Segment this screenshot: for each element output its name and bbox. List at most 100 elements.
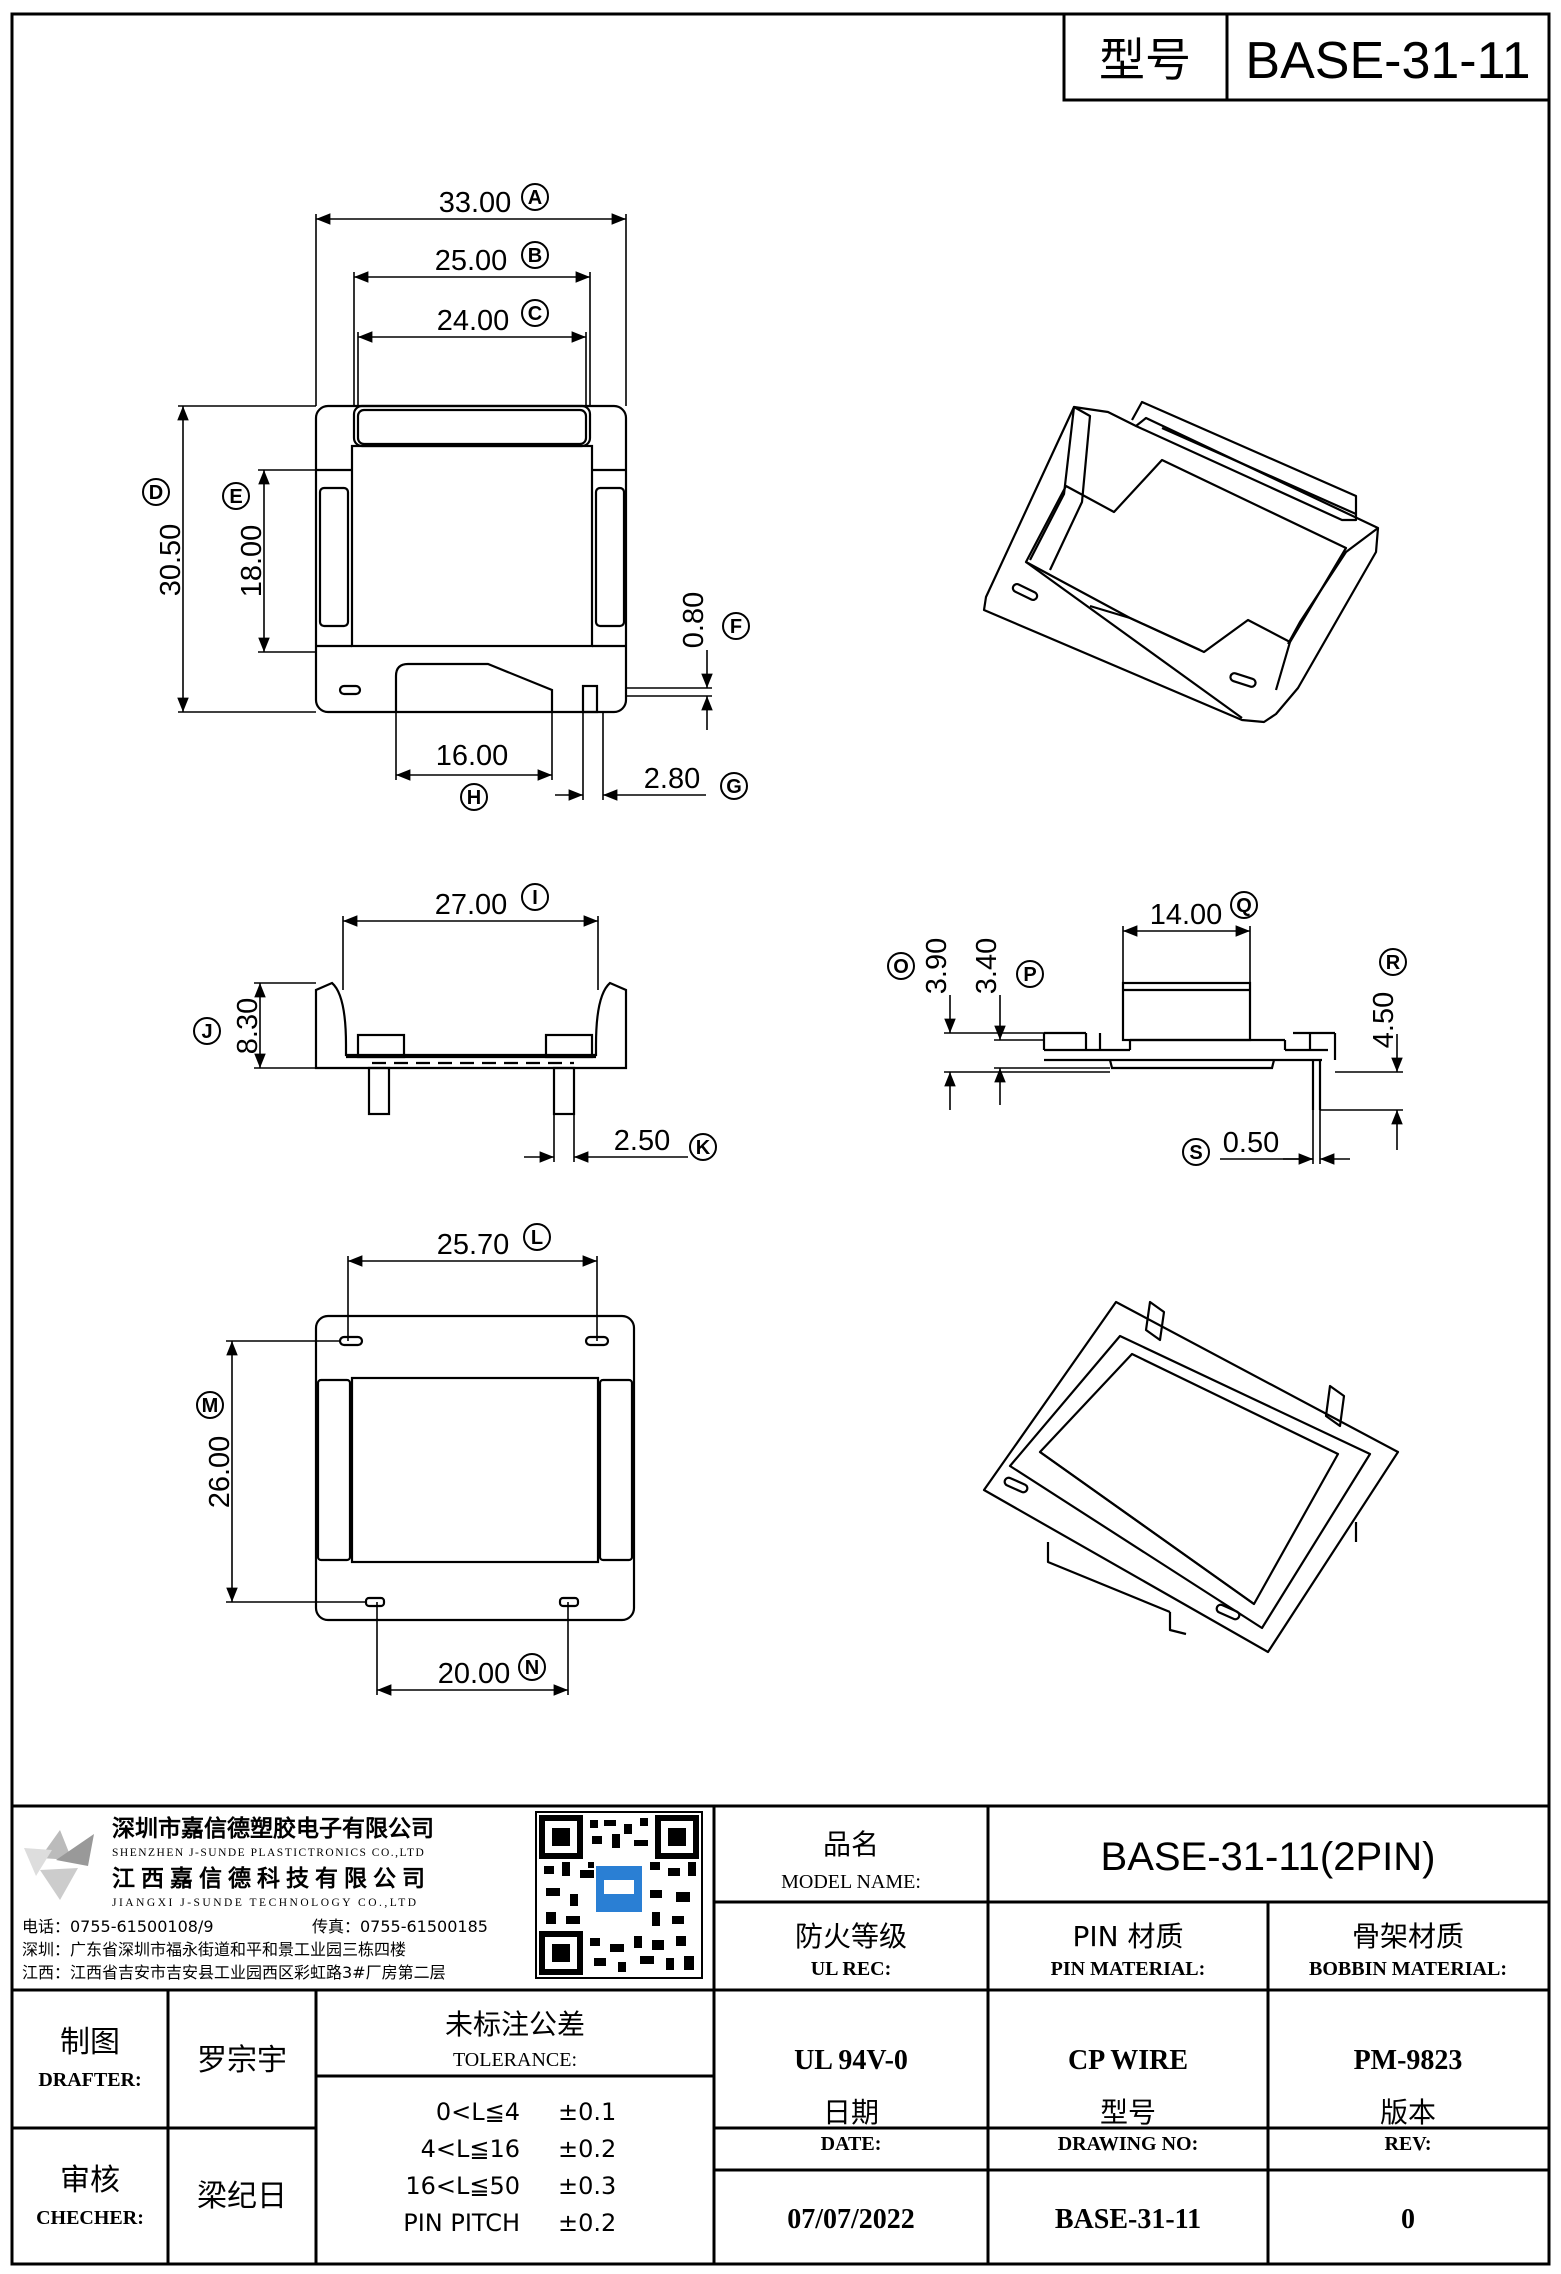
- dim-a-value: 33.00: [439, 187, 512, 219]
- company-fax: 传真：0755-61500185: [312, 1917, 488, 1936]
- model-name-en: MODEL NAME:: [781, 1871, 921, 1893]
- front-view: [314, 981, 628, 1116]
- callout-n: N: [525, 1657, 539, 1679]
- date-cn: 日期: [823, 2096, 879, 2129]
- callout-f: F: [730, 616, 742, 638]
- tolerance-en: TOLERANCE:: [453, 2049, 577, 2071]
- rev-value: 0: [1401, 2204, 1415, 2235]
- model-name-value: BASE-31-11(2PIN): [1101, 1835, 1436, 1879]
- callout-s: S: [1189, 1142, 1202, 1164]
- checker-value: 梁纪日: [197, 2179, 287, 2214]
- ul-rec-value: UL 94V-0: [794, 2045, 908, 2076]
- company-address-jiangxi: 江西：江西省吉安市吉安县工业园西区彩虹路3#厂房第二层: [22, 1963, 446, 1982]
- drawing-no-cn: 型号: [1100, 2096, 1156, 2129]
- sheet-border: [10, 12, 1551, 2266]
- header-model-box: 型号 BASE-31-11: [1062, 12, 1551, 102]
- side-view: [1042, 981, 1337, 1110]
- callout-l: L: [531, 1227, 543, 1249]
- drafter-cn: 制图: [60, 2025, 120, 2060]
- callout-d: D: [149, 482, 163, 504]
- tolerance-value-1: ±0.1: [558, 2098, 616, 2126]
- dim-q-value: 14.00: [1150, 899, 1223, 931]
- dim-f-value: 0.80: [678, 592, 710, 648]
- dim-i-value: 27.00: [435, 889, 508, 921]
- header-model-label: 型号: [1099, 33, 1191, 87]
- dimension-callout-letters: A B C D E F G H I J K L M N O P Q R S: [149, 187, 1401, 1679]
- dimension-callouts: [142, 183, 1407, 1681]
- dimension-texts: 33.00 25.00 24.00 16.00 2.80 27.00 2.50 …: [155, 187, 1400, 1690]
- callout-j: J: [201, 1021, 212, 1043]
- bobbin-material-cn: 骨架材质: [1352, 1920, 1464, 1953]
- tolerance-value-3: ±0.3: [558, 2172, 616, 2200]
- dim-e-value: 18.00: [236, 525, 268, 598]
- drawing-no-en: DRAWING NO:: [1058, 2133, 1199, 2155]
- date-value: 07/07/2022: [787, 2204, 915, 2235]
- tolerance-value-2: ±0.2: [558, 2135, 616, 2163]
- checker-cn: 审核: [60, 2163, 120, 2198]
- drawing-no-value: BASE-31-11: [1055, 2204, 1201, 2235]
- dimension-lines: [177, 213, 1403, 1696]
- drafter-en: DRAFTER:: [38, 2069, 141, 2091]
- dim-n-value: 20.00: [438, 1658, 511, 1690]
- dim-k-value: 2.50: [614, 1125, 670, 1157]
- tolerance-cn: 未标注公差: [445, 2008, 585, 2041]
- dim-c-value: 24.00: [437, 305, 510, 337]
- dim-r-value: 4.50: [1368, 992, 1400, 1048]
- top-view: [314, 404, 628, 714]
- isometric-top-view: [982, 400, 1380, 724]
- company-name-cn-1: 深圳市嘉信德塑胶电子有限公司: [112, 1815, 434, 1842]
- drafter-value: 罗宗宇: [197, 2043, 287, 2078]
- bottom-view: [314, 1314, 636, 1622]
- tolerance-range-2: 4<L≦16: [421, 2135, 520, 2163]
- company-logo: [24, 1830, 94, 1900]
- bobbin-material-value: PM-9823: [1354, 2045, 1463, 2076]
- isometric-bottom-view: [982, 1300, 1400, 1654]
- dim-j-value: 8.30: [232, 998, 264, 1054]
- callout-c: C: [528, 303, 542, 325]
- title-block: [12, 1804, 1549, 2264]
- ul-rec-en: UL REC:: [811, 1958, 892, 1980]
- bobbin-material-en: BOBBIN MATERIAL:: [1309, 1958, 1507, 1980]
- tolerance-range-4: PIN PITCH: [403, 2209, 520, 2237]
- callout-i: I: [532, 887, 538, 909]
- callout-h: H: [467, 787, 481, 809]
- company-name-cn-2: 江西嘉信德科技有限公司: [112, 1865, 431, 1892]
- dim-p-value: 3.40: [971, 938, 1003, 994]
- qr-code: [535, 1811, 703, 1979]
- callout-m: M: [202, 1395, 219, 1417]
- pin-material-value: CP WIRE: [1068, 2045, 1188, 2076]
- callout-o: O: [893, 956, 909, 978]
- tolerance-range-3: 16<L≦50: [405, 2172, 520, 2200]
- callout-e: E: [229, 486, 242, 508]
- dim-g-value: 2.80: [644, 763, 700, 795]
- company-name-en-1: SHENZHEN J-SUNDE PLASTICTRONICS CO.,LTD: [112, 1847, 425, 1859]
- ul-rec-cn: 防火等级: [795, 1920, 907, 1953]
- callout-r: R: [1386, 952, 1401, 974]
- rev-en: REV:: [1384, 2133, 1431, 2155]
- company-tel: 电话：0755-61500108/9: [22, 1917, 214, 1936]
- pin-material-en: PIN MATERIAL:: [1051, 1958, 1206, 1980]
- model-name-cn: 品名: [823, 1828, 879, 1861]
- dim-b-value: 25.00: [435, 245, 508, 277]
- dim-d-value: 30.50: [155, 524, 187, 597]
- dim-l-value: 25.70: [437, 1229, 510, 1261]
- dim-s-value: 0.50: [1223, 1127, 1279, 1159]
- date-en: DATE:: [821, 2133, 882, 2155]
- header-model-value: BASE-31-11: [1245, 32, 1530, 90]
- rev-cn: 版本: [1380, 2096, 1436, 2129]
- title-block-texts: 品名 MODEL NAME: BASE-31-11(2PIN) 防火等级 UL …: [36, 1828, 1507, 2237]
- checker-en: CHECHER:: [36, 2207, 144, 2229]
- company-address-shenzhen: 深圳：广东省深圳市福永街道和平和景工业园三栋四楼: [22, 1940, 406, 1959]
- company-name-en-2: JIANGXI J-SUNDE TECHNOLOGY CO.,LTD: [112, 1897, 419, 1909]
- callout-g: G: [726, 776, 742, 798]
- dim-o-value: 3.90: [921, 938, 953, 994]
- tolerance-value-4: ±0.2: [558, 2209, 616, 2237]
- callout-b: B: [528, 245, 542, 267]
- dim-h-value: 16.00: [436, 740, 509, 772]
- company-info: 深圳市嘉信德塑胶电子有限公司 SHENZHEN J-SUNDE PLASTICT…: [22, 1815, 488, 1982]
- callout-p: P: [1023, 964, 1036, 986]
- callout-k: K: [696, 1137, 711, 1159]
- dim-m-value: 26.00: [204, 1436, 236, 1509]
- tolerance-range-1: 0<L≦4: [436, 2098, 520, 2126]
